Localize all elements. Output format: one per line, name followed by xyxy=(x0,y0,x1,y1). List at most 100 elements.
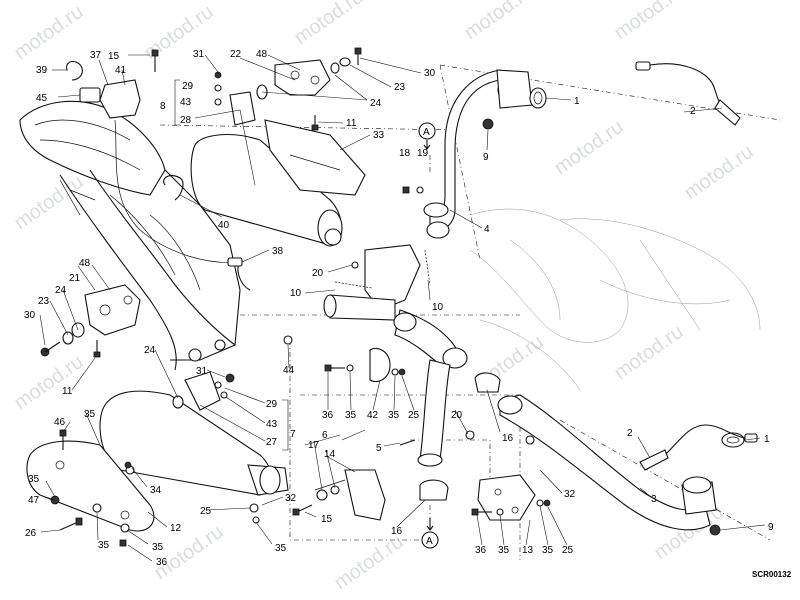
callout-30: 30 xyxy=(424,68,436,79)
lower-heat-shield xyxy=(26,440,155,532)
fasteners xyxy=(40,47,721,547)
silencer-bracket-upper xyxy=(274,59,331,96)
callout-26: 26 xyxy=(25,528,37,539)
callout-15: 15 xyxy=(108,51,120,62)
callout-25: 25 xyxy=(200,506,212,517)
small-heat-shield-42 xyxy=(369,347,391,383)
callout-38: 38 xyxy=(272,246,284,257)
callout-1: 1 xyxy=(574,96,580,107)
section-marker-label: A xyxy=(423,127,430,138)
callout-35: 35 xyxy=(345,410,357,421)
lower-silencer-mount xyxy=(184,371,221,411)
rear-bracket-assembly xyxy=(314,469,386,521)
callout-16: 16 xyxy=(502,433,514,444)
watermark: motod.ru xyxy=(550,116,627,179)
callout-25: 25 xyxy=(562,545,574,556)
callout-10: 10 xyxy=(432,302,444,313)
callout-2: 2 xyxy=(627,428,633,439)
callout-43: 43 xyxy=(266,419,278,430)
callout-35: 35 xyxy=(84,409,96,420)
callout-5: 5 xyxy=(376,443,382,454)
callout-25: 25 xyxy=(408,410,420,421)
callout-47: 47 xyxy=(28,495,40,506)
callout-48: 48 xyxy=(79,258,91,269)
callout-24: 24 xyxy=(55,285,67,296)
callout-3: 3 xyxy=(651,494,657,505)
small-heat-shield-13 xyxy=(477,474,536,521)
background-frame-sketch xyxy=(469,208,761,391)
callout-9: 9 xyxy=(483,152,489,163)
callout-35: 35 xyxy=(542,545,554,556)
rear-exhaust-header xyxy=(497,394,717,531)
collector-y-pipe xyxy=(323,244,468,467)
upper-silencer xyxy=(190,119,366,247)
part-callouts: 39 37 41 15 45 31 22 48 30 23 24 8 29 43… xyxy=(24,49,774,568)
callout-29: 29 xyxy=(182,81,194,92)
clamp-lower xyxy=(419,479,449,501)
callout-20: 20 xyxy=(312,268,324,279)
callout-44: 44 xyxy=(283,365,295,376)
lambda-sensor-lower xyxy=(639,424,758,471)
callout-13: 13 xyxy=(522,545,534,556)
watermark: motod.ru xyxy=(610,321,687,384)
callout-12: 12 xyxy=(170,523,182,534)
callout-30: 30 xyxy=(24,310,36,321)
watermark: motod.ru xyxy=(10,1,87,64)
callout-35: 35 xyxy=(275,543,287,554)
callout-16: 16 xyxy=(391,526,403,537)
section-marker-upper: A xyxy=(418,122,436,150)
callout-35: 35 xyxy=(28,474,40,485)
callout-40: 40 xyxy=(218,220,230,231)
callout-2: 2 xyxy=(690,106,696,117)
callout-23: 23 xyxy=(394,82,406,93)
callout-23: 23 xyxy=(38,296,50,307)
callout-35: 35 xyxy=(152,542,164,553)
callout-17: 17 xyxy=(308,440,320,451)
callout-29: 29 xyxy=(266,399,278,410)
callout-43: 43 xyxy=(180,97,192,108)
band-clamp-39 xyxy=(66,60,83,81)
leader-lines xyxy=(39,54,766,562)
callout-41: 41 xyxy=(115,65,127,76)
watermark: motod.ru xyxy=(680,141,757,204)
watermark: motod.ru xyxy=(610,0,687,44)
callout-22: 22 xyxy=(230,49,242,60)
callout-11: 11 xyxy=(346,118,357,129)
callout-36: 36 xyxy=(322,410,334,421)
exhaust-springs xyxy=(334,249,431,289)
gasket-upper xyxy=(529,87,547,109)
silencer-bracket-lower xyxy=(84,284,141,336)
callout-28: 28 xyxy=(180,115,192,126)
callout-31: 31 xyxy=(193,49,205,60)
callout-10: 10 xyxy=(290,288,302,299)
callout-46: 46 xyxy=(54,417,66,428)
group-brackets xyxy=(174,79,366,451)
callout-35: 35 xyxy=(388,410,400,421)
diagram-code: SCR00132 xyxy=(752,570,792,579)
watermark: motod.ru xyxy=(10,171,87,234)
callout-39: 39 xyxy=(36,65,48,76)
callout-37: 37 xyxy=(90,50,102,61)
callout-32: 32 xyxy=(564,489,576,500)
callout-21: 21 xyxy=(69,273,81,284)
watermark: motod.ru xyxy=(290,0,367,49)
callout-9: 9 xyxy=(768,522,774,533)
callout-19: 19 xyxy=(417,148,429,159)
callout-15: 15 xyxy=(321,514,333,525)
callout-34: 34 xyxy=(150,485,162,496)
callout-27: 27 xyxy=(266,437,278,448)
callout-1: 1 xyxy=(764,434,770,445)
callout-45: 45 xyxy=(36,93,48,104)
callout-42: 42 xyxy=(367,410,379,421)
callout-35: 35 xyxy=(98,540,110,551)
lower-silencer xyxy=(99,390,289,496)
callout-24: 24 xyxy=(370,98,382,109)
section-marker-label: A xyxy=(426,536,433,547)
clamp-upper xyxy=(474,372,501,393)
callout-36: 36 xyxy=(475,545,487,556)
rear-subframe xyxy=(19,100,241,371)
callout-33: 33 xyxy=(373,130,385,141)
callout-35: 35 xyxy=(498,545,510,556)
callout-36: 36 xyxy=(156,557,168,568)
